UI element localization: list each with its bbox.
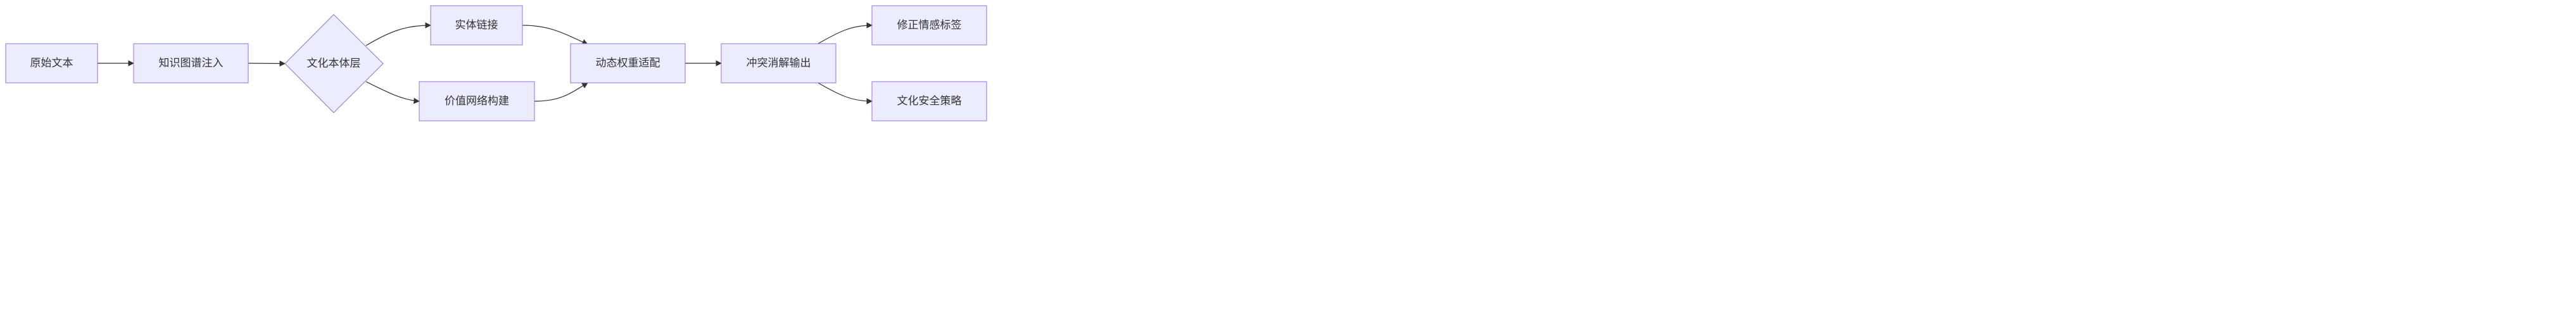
node-dynamic-weight: 动态权重适配	[570, 43, 686, 84]
node-label: 原始文本	[30, 57, 73, 70]
node-label: 知识图谱注入	[159, 57, 224, 70]
node-kg-inject: 知识图谱注入	[133, 43, 249, 84]
edge-value-network-to-dynamic-weight	[534, 82, 588, 102]
node-label: 文化安全策略	[897, 95, 962, 108]
flowchart-svg: 原始文本 知识图谱注入 文化本体层 实体链接 价值网络构建 动态权重适配 冲突消…	[5, 5, 987, 121]
node-culture-ontology: 文化本体层	[284, 14, 384, 113]
node-entity-link: 实体链接	[430, 5, 523, 46]
node-emotion-label: 修正情感标签	[871, 5, 987, 46]
node-value-network: 价值网络构建	[419, 81, 535, 121]
node-label: 修正情感标签	[897, 19, 962, 32]
edge-culture-ontology-to-entity-link	[365, 22, 431, 46]
node-label: 冲突消解输出	[747, 57, 811, 70]
node-conflict-output: 冲突消解输出	[721, 43, 837, 84]
node-raw-text: 原始文本	[5, 43, 98, 84]
edges	[98, 22, 873, 104]
edge-conflict-output-to-culture-policy	[818, 82, 873, 104]
edge-culture-ontology-to-value-network	[365, 81, 420, 104]
flowchart-canvas: 原始文本 知识图谱注入 文化本体层 实体链接 价值网络构建 动态权重适配 冲突消…	[0, 0, 993, 127]
node-label: 动态权重适配	[596, 57, 660, 70]
edge-conflict-output-to-emotion-label	[818, 22, 873, 44]
edge-entity-link-to-dynamic-weight	[522, 25, 588, 45]
node-label: 文化本体层	[307, 58, 361, 70]
node-label: 价值网络构建	[445, 95, 509, 108]
node-label: 实体链接	[455, 19, 498, 32]
node-culture-policy: 文化安全策略	[871, 81, 987, 121]
edge-kg-inject-to-culture-ontology	[248, 60, 286, 67]
